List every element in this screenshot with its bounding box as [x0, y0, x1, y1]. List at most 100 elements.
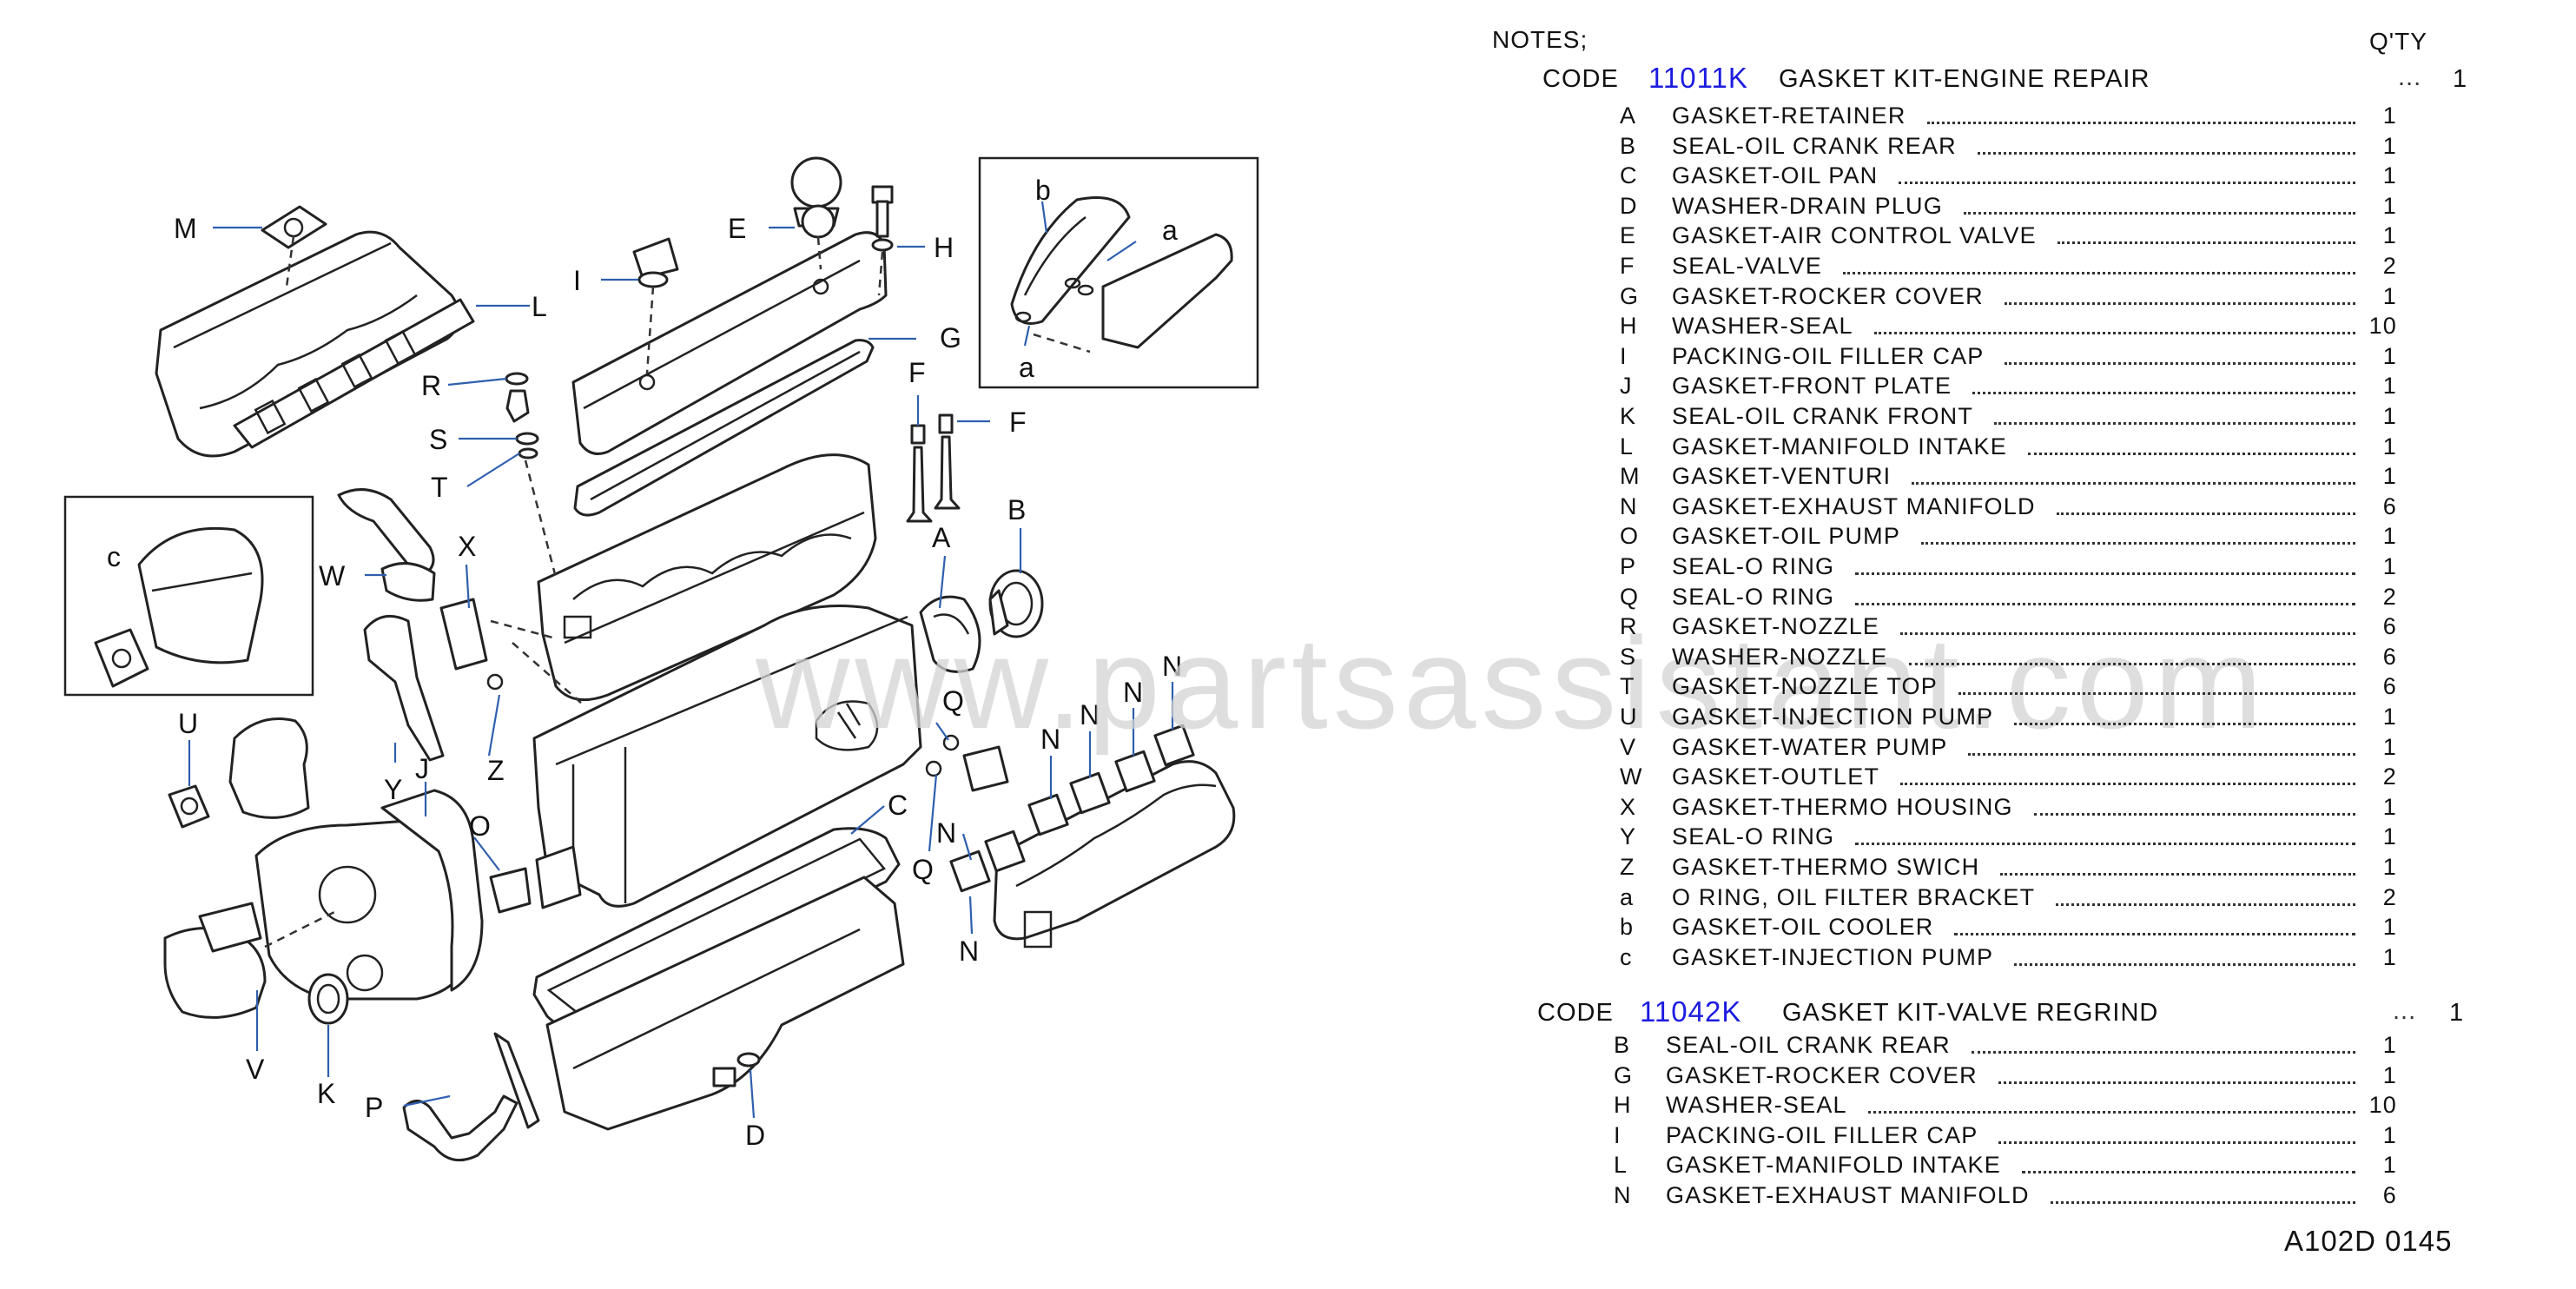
part-key: J — [1620, 373, 1633, 400]
part-name: GASKET-VENTURI — [1672, 463, 1892, 490]
parts-list-panel: NOTES; Q'TY CODE 11011K GASKET KIT-ENGIN… — [1476, 17, 2467, 1208]
part-qty: 1 — [2382, 373, 2397, 400]
dot-leader — [2028, 433, 2355, 455]
part-qty: 1 — [2382, 523, 2397, 550]
part-key: C — [1620, 162, 1638, 189]
part-key: F — [1620, 253, 1635, 279]
part-key: c — [1620, 943, 1633, 970]
code-label: CODE — [1537, 999, 1614, 1027]
kit-header-valve-regrind: CODE 11042K GASKET KIT-VALVE REGRIND ...… — [1537, 995, 2493, 1030]
part-name: WASHER-DRAIN PLUG — [1672, 192, 1943, 219]
callout-N-2: N — [959, 935, 979, 967]
leader-lines — [188, 201, 1174, 1119]
kit-title: GASKET KIT-VALVE REGRIND — [1782, 999, 2159, 1027]
part-name: PACKING-OIL FILLER CAP — [1672, 342, 1985, 369]
kit-dots: ... — [2398, 63, 2422, 91]
callout-F-right: F — [1009, 407, 1027, 438]
part-name: GASKET-OIL COOLER — [1672, 914, 1934, 941]
callout-R: R — [421, 370, 441, 401]
dot-leader — [2000, 854, 2355, 876]
callout-K: K — [317, 1078, 335, 1109]
diagram-reference-code: A102D 0145 — [2284, 1225, 2453, 1257]
exhaust-gaskets — [949, 724, 1195, 893]
part-name: GASKET-FRONT PLATE — [1672, 373, 1952, 400]
part-key: b — [1620, 914, 1635, 941]
part-key: L — [1620, 433, 1635, 459]
part-name: GASKET-THERMO SWICH — [1672, 854, 1980, 880]
part-name: GASKET-NOZZLE TOP — [1672, 673, 1938, 700]
part-qty: 1 — [2382, 102, 2397, 129]
injection-nozzle — [505, 372, 539, 459]
callout-D: D — [745, 1120, 765, 1151]
part-qty: 1 — [2382, 463, 2397, 490]
callout-E: E — [728, 213, 746, 244]
dot-leader — [1968, 734, 2355, 756]
water-pump — [163, 902, 267, 1019]
dot-leader — [1900, 763, 2355, 786]
air-control-valve — [790, 156, 842, 239]
part-qty: 1 — [2382, 1032, 2397, 1058]
part-name: GASKET-AIR CONTROL VALVE — [1672, 222, 2037, 249]
part-key: I — [1614, 1121, 1622, 1148]
callout-c: c — [107, 541, 121, 572]
qty-column-header: Q'TY — [2369, 28, 2427, 55]
callout-Q-lower: Q — [912, 854, 934, 885]
callout-N-1: N — [936, 817, 956, 849]
dot-leader — [1998, 1122, 2355, 1144]
callout-a-lower: a — [1019, 352, 1034, 383]
part-name: GASKET-NOZZLE — [1672, 613, 1880, 640]
callout-C: C — [888, 790, 908, 821]
dot-leader — [1868, 1092, 2355, 1114]
part-key: N — [1620, 492, 1638, 519]
part-qty: 6 — [2382, 673, 2397, 700]
dot-leader — [1909, 644, 2355, 665]
part-name: GASKET-OIL PAN — [1672, 162, 1879, 189]
dot-leader — [1954, 914, 2355, 936]
part-key: N — [1614, 1182, 1632, 1208]
callout-N-3: N — [1040, 724, 1060, 755]
part-name: WASHER-SEAL — [1666, 1092, 1847, 1119]
thermo-housing — [363, 598, 504, 762]
part-qty: 1 — [2382, 733, 2397, 760]
dot-leader — [1843, 253, 2355, 274]
callout-B: B — [1007, 494, 1026, 526]
callout-b: b — [1035, 175, 1051, 206]
dot-leader — [1912, 463, 2355, 486]
dot-leader — [1994, 403, 2355, 425]
part-key: G — [1614, 1061, 1634, 1088]
rocker-cover — [571, 231, 888, 455]
callout-G: G — [940, 322, 961, 354]
callout-S: S — [429, 424, 447, 455]
rear-retainer-gasket — [919, 595, 981, 673]
part-key: H — [1620, 313, 1638, 340]
part-qty: 2 — [2382, 883, 2397, 910]
exploded-gasket-diagram: M L E H I G R S T F F A B W X b a a c U … — [63, 156, 1259, 1162]
callout-F-upper: F — [908, 357, 926, 388]
part-key: U — [1620, 704, 1638, 730]
kit-code-number[interactable]: 11042K — [1640, 995, 1742, 1028]
part-name: GASKET-OUTLET — [1672, 763, 1880, 790]
dot-leader — [2056, 884, 2355, 906]
part-name: SEAL-O RING — [1672, 553, 1835, 579]
callout-N-4: N — [1080, 699, 1100, 730]
dot-leader — [1972, 373, 2355, 395]
dot-leader — [1972, 1032, 2355, 1054]
kit-dots: ... — [2393, 997, 2417, 1025]
part-key: Y — [1620, 823, 1637, 850]
parts-list-row: J GASKET-FRONT PLATE 1 — [1620, 373, 2432, 402]
kit-code-number[interactable]: 11011K — [1648, 62, 1748, 94]
part-name: GASKET-INJECTION PUMP — [1672, 704, 1994, 730]
callout-Z: Z — [487, 755, 505, 786]
part-name: SEAL-O RING — [1672, 583, 1835, 610]
kit-header-engine-repair: CODE 11011K GASKET KIT-ENGINE REPAIR ...… — [1542, 62, 2498, 96]
